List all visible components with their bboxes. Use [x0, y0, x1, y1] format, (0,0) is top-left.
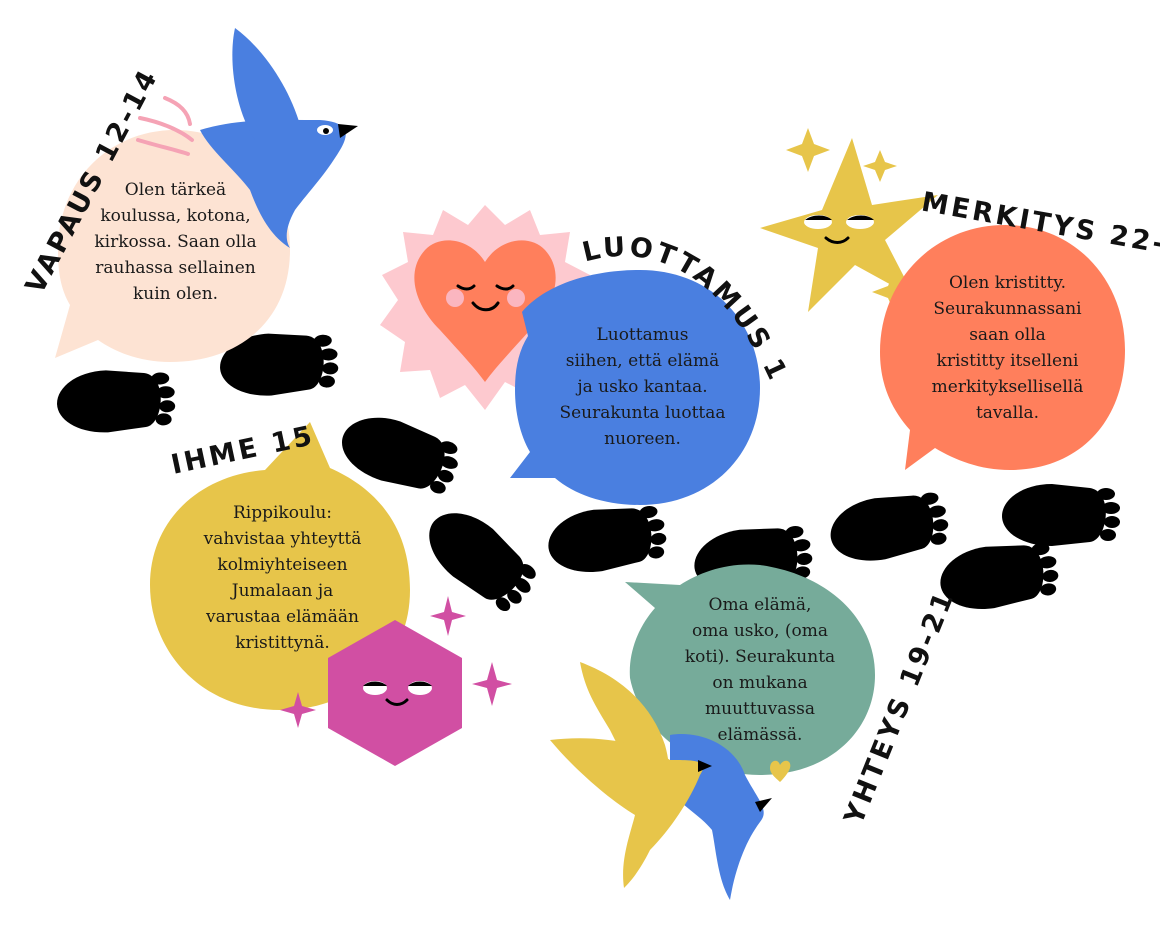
bubble-luottamus: [510, 270, 760, 505]
bubble-yhteys: [625, 564, 875, 775]
motion-lines: [136, 96, 194, 156]
bubble-ihme: [150, 422, 410, 710]
text-yhteys: Oma elämä, oma usko, (oma koti). Seuraku…: [684, 595, 836, 745]
text-vapaus: Olen tärkeä koulussa, kotona, kirkossa. …: [94, 180, 257, 304]
text-ihme: Rippikoulu: vahvistaa yhteyttä kolmiyhte…: [203, 503, 362, 653]
text-luottamus: Luottamus siihen, että elämä ja usko kan…: [559, 325, 726, 449]
footprint-4: [414, 496, 545, 621]
text-merkitys: Olen kristitty. Seurakunnassani saan oll…: [931, 273, 1084, 423]
blue-bird-icon: [200, 28, 358, 248]
footprint-1: [55, 367, 177, 435]
hexagon-icon: [280, 596, 512, 766]
footprint-9: [1002, 484, 1120, 546]
bubble-merkitys: [880, 225, 1125, 470]
two-birds-icon: [550, 662, 791, 900]
footprint-5: [544, 500, 670, 579]
footprint-7: [825, 486, 953, 568]
bubble-vapaus: [55, 130, 290, 362]
